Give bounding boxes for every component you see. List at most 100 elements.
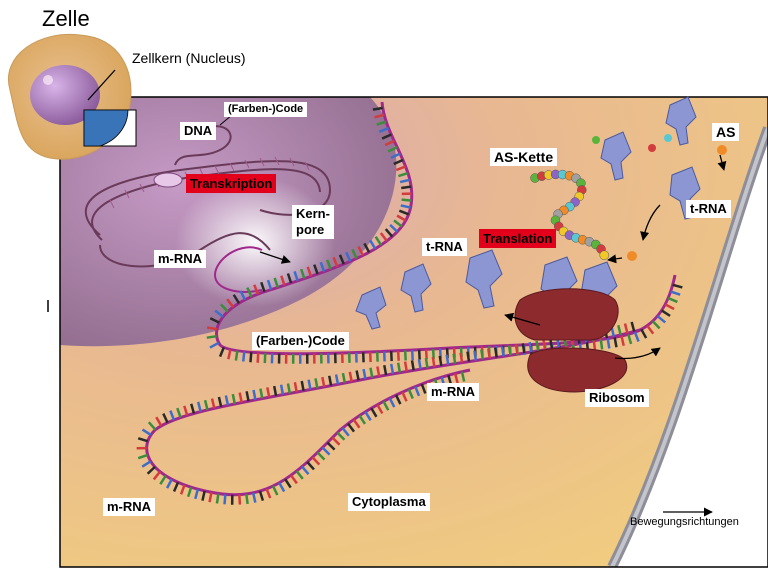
codon-tick <box>306 461 315 471</box>
codon-tick <box>169 410 176 421</box>
mrna-bottom-label: m-RNA <box>103 498 156 516</box>
codon-tick <box>334 374 340 385</box>
codon-tick <box>383 364 388 376</box>
codon-tick <box>394 394 402 405</box>
codon-tick <box>217 396 223 408</box>
codon-tick <box>194 488 200 500</box>
kernpore-label: Kern- pore <box>292 205 334 239</box>
codon-tick <box>372 106 383 111</box>
codon-tick <box>378 126 390 133</box>
codon-tick <box>466 351 471 362</box>
codon-tick <box>147 421 157 431</box>
trna-molecules <box>355 96 701 330</box>
codon-tick <box>272 385 278 397</box>
codon-tick <box>172 481 180 492</box>
codon-tick <box>387 146 398 153</box>
codon-tick <box>535 340 540 352</box>
codon-tick <box>369 239 377 250</box>
codon-tick <box>384 228 394 238</box>
codon-tick <box>314 378 319 389</box>
codon-tick <box>664 303 675 311</box>
trna-2 <box>400 263 432 313</box>
as-label: AS <box>712 123 740 141</box>
trna-7 <box>665 96 697 146</box>
nucleus-label: Zellkern (Nucleus) <box>132 50 246 66</box>
codon-tick <box>382 400 390 411</box>
codon-tick <box>414 386 421 397</box>
codon-tick <box>159 475 167 485</box>
mrna-nucleus-label: m-RNA <box>154 250 207 268</box>
codon-tick <box>331 436 341 446</box>
codon-tick <box>480 349 485 360</box>
codon-tick <box>473 350 478 361</box>
codon-tick <box>206 326 218 331</box>
codon-tick <box>398 171 409 178</box>
trna-label-right: t-RNA <box>686 200 731 218</box>
codon-tick <box>459 352 464 363</box>
codon-tick <box>286 273 293 284</box>
codon-tick <box>252 389 257 401</box>
codon-tick <box>313 264 319 275</box>
codon-tick <box>338 254 345 265</box>
codon-tick <box>417 349 421 360</box>
codon-tick <box>311 456 321 466</box>
codon-tick <box>286 383 292 394</box>
codon-tick <box>399 178 411 184</box>
codon-tick <box>218 346 225 358</box>
code-label-top: (Farben-)Code <box>224 102 308 117</box>
codon-tick <box>424 349 428 360</box>
codon-tick <box>403 350 407 361</box>
codon-tick <box>403 361 408 372</box>
codon-tick <box>398 209 410 216</box>
codon-tick <box>623 323 629 334</box>
zoomed-cell-view <box>60 97 768 567</box>
codon-tick <box>528 341 533 353</box>
codon-tick <box>487 348 491 359</box>
codon-tick <box>453 373 459 384</box>
as-kette-beads <box>530 169 609 260</box>
codon-tick <box>146 465 156 475</box>
codon-tick <box>256 352 260 363</box>
codon-tick <box>206 334 217 339</box>
codon-tick <box>400 204 411 209</box>
codon-tick <box>239 290 247 301</box>
codon-tick <box>514 344 519 355</box>
codon-tick <box>238 392 243 403</box>
codon-tick <box>299 268 306 280</box>
codon-tick <box>521 343 526 354</box>
code-label-mid: (Farben-)Code <box>252 332 349 350</box>
codon-tick <box>260 281 266 293</box>
codon-tick <box>370 407 378 418</box>
codon-tick <box>246 287 253 298</box>
codon-tick <box>196 401 202 412</box>
codon-tick <box>351 248 358 260</box>
dna-label: DNA <box>180 122 217 140</box>
codon-tick <box>141 428 152 437</box>
codon-tick <box>445 354 450 365</box>
codon-tick <box>137 453 149 460</box>
codon-tick <box>364 411 372 421</box>
codon-tick <box>363 242 371 253</box>
codon-tick <box>279 384 285 395</box>
codon-tick <box>327 375 333 386</box>
codon-tick <box>393 158 404 166</box>
codon-tick <box>401 391 408 402</box>
mrna-mid-label: m-RNA <box>427 383 480 401</box>
codon-tick <box>137 437 149 443</box>
codon-tick <box>388 397 396 408</box>
codon-tick <box>258 490 265 501</box>
codon-tick <box>389 223 399 233</box>
codon-tick <box>357 245 365 257</box>
codon-tick <box>266 279 273 291</box>
codon-tick <box>352 418 361 429</box>
codon-tick <box>390 152 401 159</box>
codon-tick <box>651 320 661 330</box>
ribosom-label: Ribosom <box>585 389 649 407</box>
codon-tick <box>306 266 313 277</box>
codon-tick <box>232 294 241 304</box>
codon-tick <box>271 485 279 496</box>
page-title: Zelle <box>42 6 90 31</box>
codon-tick <box>633 331 640 342</box>
codon-tick <box>438 355 443 366</box>
